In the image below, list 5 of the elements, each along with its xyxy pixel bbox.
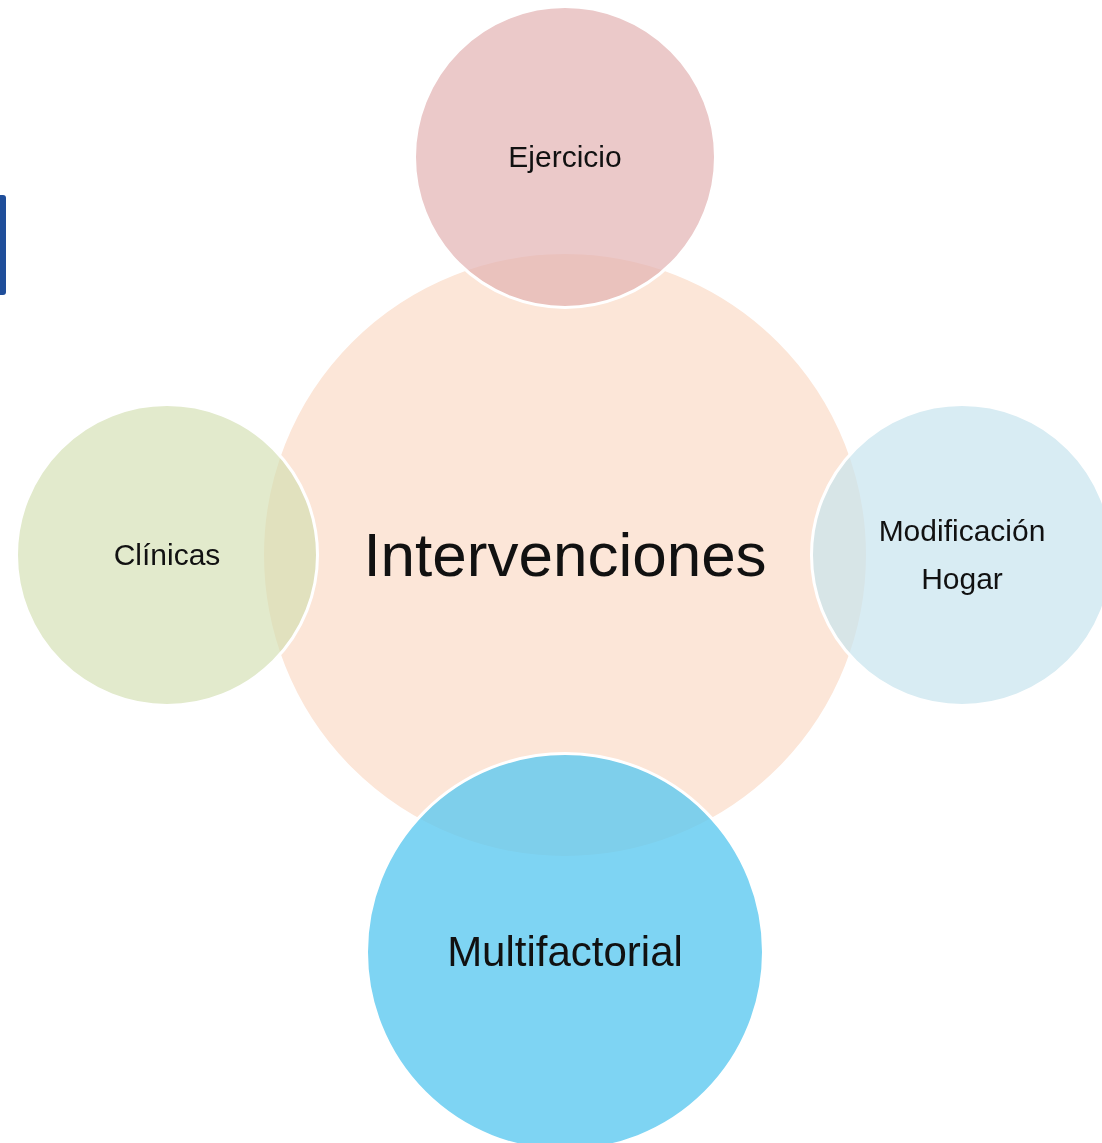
circle-label: Multifactorial (447, 927, 683, 978)
circle-label: Clínicas (113, 537, 221, 573)
circle-label: Intervenciones (363, 519, 767, 592)
circle-label: Ejercicio (508, 139, 622, 175)
circle-label: Modificación Hogar (877, 513, 1047, 597)
